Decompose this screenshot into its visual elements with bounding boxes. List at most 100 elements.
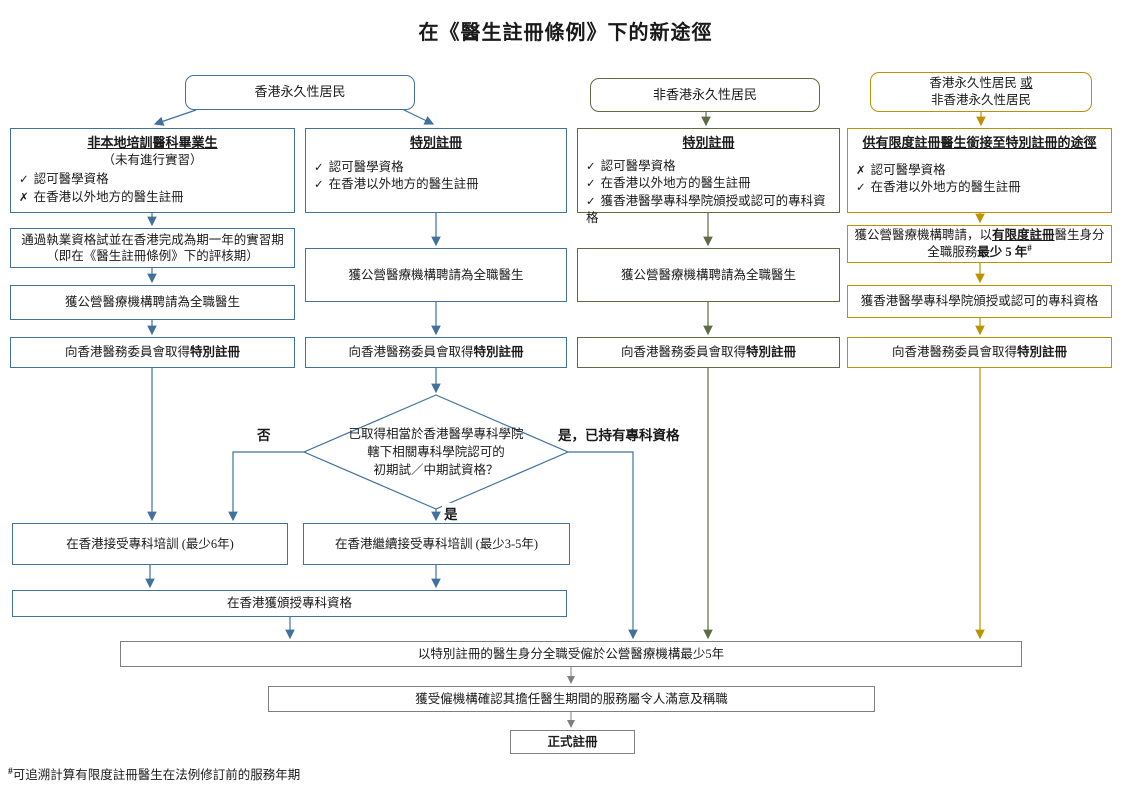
header-hk-resident: 香港永久性居民 bbox=[185, 75, 415, 110]
register-prefix: 向香港醫務委員會取得 bbox=[348, 345, 474, 360]
entry-items: ✗ 認可醫學資格 ✓ 在香港以外地方的醫生註冊 bbox=[856, 162, 1103, 197]
employment-5yr-box: 以特別註冊的醫生身分全職受僱於公營醫療機構最少5年 bbox=[120, 641, 1022, 667]
header-mixed-residency: 香港永久性居民 或 非香港永久性居民 bbox=[870, 72, 1092, 112]
item-text: 認可醫學資格 bbox=[870, 162, 946, 177]
formal-registration-box: 正式註冊 bbox=[510, 730, 635, 754]
exam-line1: 通過執業資格試並在香港完成為期一年的實習期 bbox=[21, 232, 284, 247]
check-icon: ✓ bbox=[586, 158, 596, 173]
check-icon: ✓ bbox=[314, 159, 324, 174]
registration-label: 向香港醫務委員會取得特別註冊 bbox=[65, 344, 240, 360]
employed-box-col1: 獲公營醫療機構聘請為全職醫生 bbox=[10, 285, 295, 320]
register-prefix: 向香港醫務委員會取得 bbox=[64, 345, 190, 360]
list-item: ✗在香港以外地方的醫生註冊 bbox=[19, 189, 286, 207]
service-line1: 獲公營醫療機構聘請，以有限度註冊醫生身分 bbox=[854, 227, 1104, 243]
footnote-marker: # bbox=[8, 766, 13, 777]
header-mixed-residency-label: 香港永久性居民 或 非香港永久性居民 bbox=[929, 75, 1032, 109]
list-item: ✓ 認可醫學資格 bbox=[19, 171, 286, 189]
training-no-box: 在香港接受專科培訓 (最少6年) bbox=[12, 523, 288, 565]
mixed-or: 或 bbox=[1020, 76, 1033, 91]
check-icon: ✓ bbox=[314, 177, 324, 192]
entry-title: 特別註冊 bbox=[682, 135, 735, 150]
header-non-hk-resident-label: 非香港永久性居民 bbox=[652, 86, 757, 102]
list-item: ✓ 在香港以外地方的醫生註冊 bbox=[586, 175, 831, 193]
employed-label: 獲公營醫療機構聘請為全職醫生 bbox=[348, 267, 524, 282]
list-item: ✗ 認可醫學資格 bbox=[856, 162, 1103, 180]
employed-label: 獲公營醫療機構聘請為全職醫生 bbox=[64, 295, 240, 310]
entry-title: 特別註冊 bbox=[409, 135, 462, 150]
entry-box-special-reg-non-hk: 特別註冊 ✓ 認可醫學資格 ✓ 在香港以外地方的醫生註冊 ✓ 獲香港醫學專科學院頒授或… bbox=[577, 128, 840, 225]
item-text: 認可醫學資格 bbox=[328, 159, 404, 174]
training-yes-label: 在香港繼續接受專科培訓 (最少3-5年) bbox=[334, 536, 539, 551]
list-item: ✓ 在香港以外地方的醫生註冊 bbox=[856, 179, 1103, 197]
service-line2: 全職服務最少 5 年# bbox=[927, 243, 1032, 260]
registration-label: 向香港醫務委員會取得特別註冊 bbox=[892, 344, 1067, 360]
entry-box-special-reg-hk: 特別註冊 ✓ 認可醫學資格 ✓ 在香港以外地方的醫生註冊 bbox=[305, 128, 567, 213]
list-item: ✓ 在香港以外地方的醫生註冊 bbox=[314, 176, 558, 194]
registration-label: 向香港醫務委員會取得特別註冊 bbox=[621, 344, 796, 360]
decision-line1: 已取得相當於香港醫學專科學院 bbox=[348, 426, 524, 441]
employment-label: 以特別註冊的醫生身分全職受僱於公營醫療機構最少5年 bbox=[417, 646, 725, 661]
registration-box-col2: 向香港醫務委員會取得特別註冊 bbox=[305, 337, 567, 368]
formal-registration-label: 正式註冊 bbox=[547, 734, 598, 749]
check-icon: ✓ bbox=[856, 180, 866, 195]
item-text: 認可醫學資格 bbox=[33, 172, 109, 187]
registration-box-col3: 向香港醫務委員會取得特別註冊 bbox=[577, 337, 840, 368]
entry-title: 供有限度註冊醫生銜接至特別註冊的途徑 bbox=[862, 135, 1097, 150]
mixed-line1: 香港永久性居民 bbox=[929, 76, 1021, 91]
register-bold: 特別註冊 bbox=[1017, 345, 1068, 360]
entry-subtitle: （未有進行實習） bbox=[102, 152, 203, 167]
item-text: 獲香港醫學專科學院頒授或認可的專科資格 bbox=[586, 193, 826, 226]
employed-label: 獲公營醫療機構聘請為全職醫生 bbox=[620, 267, 796, 282]
footnote: #可追溯計算有限度註冊醫生在法例修訂前的服務年期 bbox=[8, 764, 300, 783]
service-l1b: 有限度註冊 bbox=[991, 228, 1055, 243]
award-label: 在香港獲頒授專科資格 bbox=[226, 596, 352, 611]
list-item: ✓ 認可醫學資格 bbox=[314, 159, 558, 177]
exam-line2: （即在《醫生註冊條例》下的評核期） bbox=[46, 249, 259, 263]
decision-diamond-text: 已取得相當於香港醫學專科學院 轄下相關專科學院認可的 初期試／中期試資格？ bbox=[304, 397, 568, 507]
registration-box-col1: 向香港醫務委員會取得特別註冊 bbox=[10, 337, 295, 368]
page-title: 在《醫生註冊條例》下的新途徑 bbox=[418, 22, 713, 44]
footnote-text: 可追溯計算有限度註冊醫生在法例修訂前的服務年期 bbox=[12, 768, 301, 782]
item-text: 認可醫學資格 bbox=[600, 158, 676, 173]
registration-label: 向香港醫務委員會取得特別註冊 bbox=[348, 344, 523, 360]
mixed-line2: 非香港永久性居民 bbox=[930, 93, 1031, 107]
service-l1a: 獲公營醫療機構聘請，以 bbox=[854, 228, 992, 243]
check-icon: ✓ bbox=[19, 172, 29, 187]
exam-internship-box: 通過執業資格試並在香港完成為期一年的實習期 （即在《醫生註冊條例》下的評核期） bbox=[10, 228, 295, 268]
entry-title: 非本地培訓醫科畢業生 bbox=[87, 135, 218, 150]
entry-items: ✓ 認可醫學資格 ✓ 在香港以外地方的醫生註冊 ✓ 獲香港醫學專科學院頒授或認可的專科… bbox=[586, 158, 831, 228]
item-text: 在香港以外地方的醫生註冊 bbox=[33, 189, 184, 204]
training-yes-box: 在香港繼續接受專科培訓 (最少3-5年) bbox=[303, 523, 570, 565]
entry-box-limited-reg-bridge: 供有限度註冊醫生銜接至特別註冊的途徑 ✗ 認可醫學資格 ✓ 在香港以外地方的醫生註冊 bbox=[847, 128, 1112, 213]
list-item: ✓ 認可醫學資格 bbox=[586, 158, 831, 176]
decision-line2: 轄下相關專科學院認可的 bbox=[367, 444, 505, 459]
register-bold: 特別註冊 bbox=[473, 345, 524, 360]
employed-box-col2: 獲公營醫療機構聘請為全職醫生 bbox=[305, 248, 567, 302]
college-label: 獲香港醫學專科學院頒授或認可的專科資格 bbox=[860, 294, 1099, 309]
employed-box-col3: 獲公營醫療機構聘請為全職醫生 bbox=[577, 248, 840, 302]
label-no: 否 bbox=[255, 424, 273, 444]
award-box: 在香港獲頒授專科資格 bbox=[12, 590, 567, 617]
header-non-hk-resident: 非香港永久性居民 bbox=[590, 78, 820, 112]
college-qualification-box: 獲香港醫學專科學院頒授或認可的專科資格 bbox=[847, 285, 1112, 318]
item-text: 在香港以外地方的醫生註冊 bbox=[870, 180, 1021, 195]
service-l1c: 醫生身分 bbox=[1054, 228, 1105, 243]
item-text: 在香港以外地方的醫生註冊 bbox=[600, 176, 751, 191]
check-icon: ✓ bbox=[586, 176, 596, 191]
register-bold: 特別註冊 bbox=[190, 345, 241, 360]
item-text: 在香港以外地方的醫生註冊 bbox=[328, 177, 479, 192]
label-yes: 是 bbox=[442, 503, 460, 523]
register-bold: 特別註冊 bbox=[746, 345, 797, 360]
service-l2a: 全職服務 bbox=[927, 245, 978, 260]
label-yes-specialist: 是，已持有專科資格 bbox=[556, 424, 682, 444]
confirmation-box: 獲受僱機構確認其擔任醫生期間的服務屬令人滿意及稱職 bbox=[268, 686, 875, 712]
confirmation-label: 獲受僱機構確認其擔任醫生期間的服務屬令人滿意及稱職 bbox=[415, 691, 728, 706]
decision-line3: 初期試／中期試資格？ bbox=[373, 463, 499, 478]
register-prefix: 向香港醫務委員會取得 bbox=[620, 345, 746, 360]
training-no-label: 在香港接受專科培訓 (最少6年) bbox=[66, 536, 234, 551]
service-footnote-marker: # bbox=[1027, 243, 1032, 254]
service-l2b: 最少 5 年 bbox=[977, 245, 1028, 260]
cross-icon: ✗ bbox=[856, 162, 866, 177]
